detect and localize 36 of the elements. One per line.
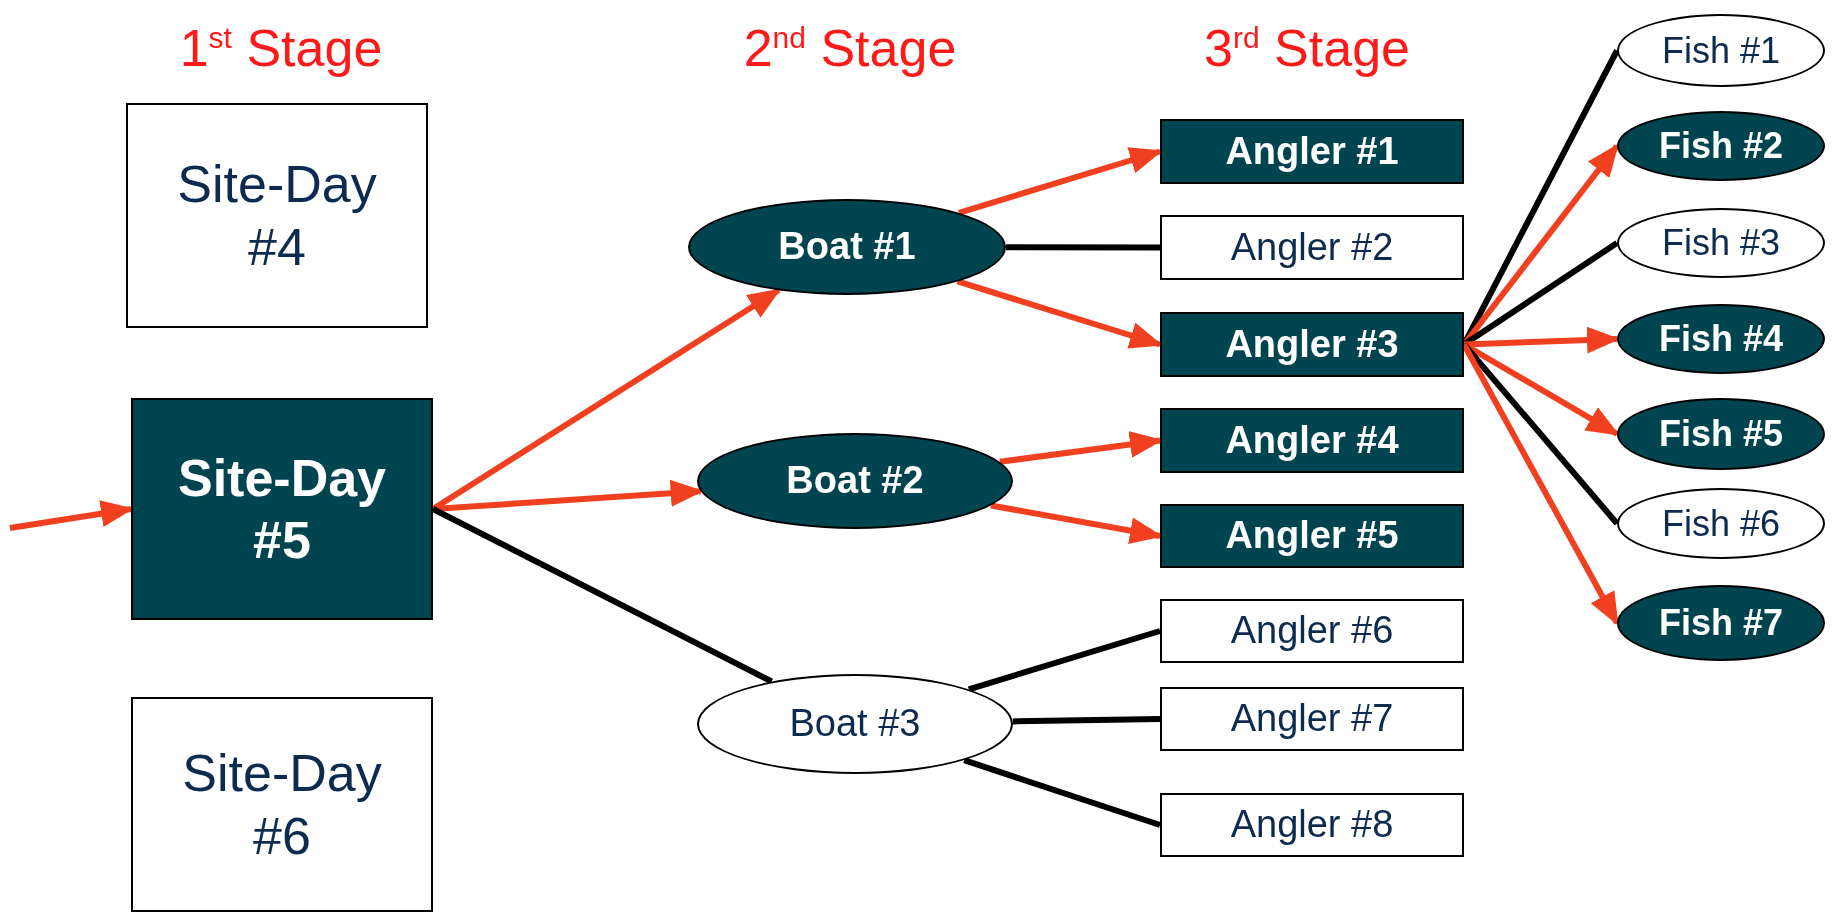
node-label: Site-Day #6 [181, 743, 383, 867]
process-box [1160, 312, 1464, 377]
node-label: Fish #5 [1657, 412, 1785, 456]
process-box [1160, 599, 1464, 663]
node-label: Fish #2 [1657, 124, 1785, 168]
node-label: Fish #4 [1657, 317, 1785, 361]
process-box [1160, 687, 1464, 751]
node-label: Fish #1 [1660, 28, 1782, 73]
node-label: Site-Day #4 [176, 154, 378, 278]
node-label: Boat #1 [777, 224, 917, 270]
process-box [126, 103, 428, 328]
process-box [1160, 215, 1464, 280]
node-label: Angler #3 [1224, 321, 1400, 367]
node-label: Angler #4 [1224, 417, 1400, 463]
process-box [1160, 504, 1464, 568]
process-box [131, 398, 433, 620]
node-label: Fish #3 [1660, 221, 1782, 265]
node-label: Boat #3 [788, 701, 922, 747]
process-box [131, 697, 433, 912]
node-label: Site-Day #5 [176, 447, 388, 571]
connector-line [967, 628, 1161, 693]
process-box [1160, 793, 1464, 857]
process-box [1160, 408, 1464, 473]
node-label: Fish #6 [1660, 501, 1782, 546]
node-label: Angler #1 [1224, 128, 1400, 174]
connector-line [1012, 716, 1161, 725]
node-label: Fish #7 [1657, 601, 1785, 645]
connector-line [1006, 244, 1160, 251]
node-label: Angler #6 [1229, 608, 1395, 654]
node-label: Angler #7 [1229, 696, 1395, 742]
node-label: Angler #8 [1229, 802, 1395, 848]
node-label: Angler #2 [1229, 224, 1395, 270]
process-box [1160, 119, 1464, 184]
node-label: Angler #5 [1224, 513, 1400, 559]
node-label: Boat #2 [785, 458, 925, 504]
connector-line [963, 757, 1161, 828]
